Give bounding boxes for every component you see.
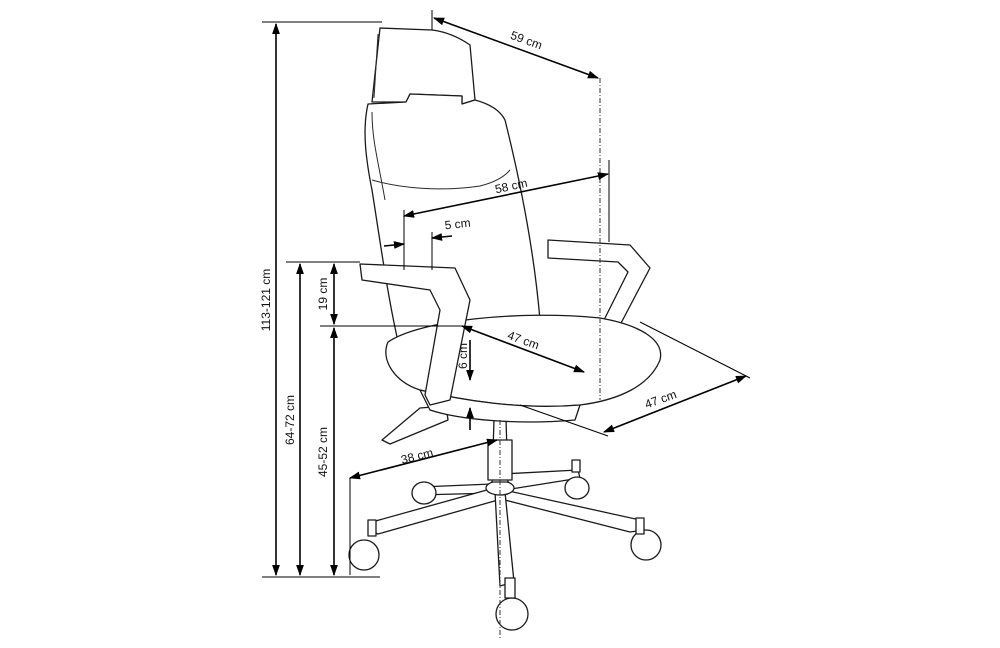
dim-seat-width — [602, 375, 748, 433]
caster-stem-4 — [504, 577, 516, 599]
label-armrest-width: 5 cm — [444, 216, 471, 233]
casters — [348, 459, 662, 631]
caster-left-front — [348, 539, 380, 571]
dim-seat-depth — [460, 325, 586, 373]
backrest-edge — [371, 111, 386, 201]
seat-bottom — [419, 389, 581, 423]
chair-base — [348, 459, 662, 631]
base-leg-front — [494, 491, 515, 587]
caster-stem-2 — [367, 519, 377, 537]
caster-front — [495, 597, 529, 631]
dim-base-radius — [348, 438, 499, 480]
caster-right-back — [564, 476, 590, 500]
label-overall-width: 59 cm — [509, 28, 545, 52]
armrest-left — [359, 263, 471, 406]
caster-stem-1 — [571, 459, 581, 473]
label-armrest-height: 64-72 cm — [283, 395, 297, 445]
chair-illustration — [348, 27, 662, 631]
headrest — [371, 27, 476, 105]
dim-armrest-width-a — [383, 241, 406, 249]
label-backrest-width: 58 cm — [494, 176, 529, 196]
label-total-height: 113-121 cm — [259, 269, 273, 331]
label-seat-height: 45-52 cm — [316, 427, 330, 477]
dimension-lines — [262, 10, 751, 640]
backrest — [364, 93, 541, 361]
label-seat-thickness: 6 cm — [456, 343, 470, 369]
label-seat-width: 47 cm — [643, 387, 679, 411]
dim-armrest-width-b — [430, 233, 453, 241]
label-base-radius: 38 cm — [399, 445, 434, 466]
caster-stem-3 — [635, 517, 645, 535]
caster-right-front — [630, 529, 662, 561]
label-armrest-above-seat: 19 cm — [316, 278, 330, 311]
dim-backrest-width — [402, 172, 610, 218]
dim-overall-width — [432, 17, 600, 79]
caster-left-back — [411, 481, 437, 505]
